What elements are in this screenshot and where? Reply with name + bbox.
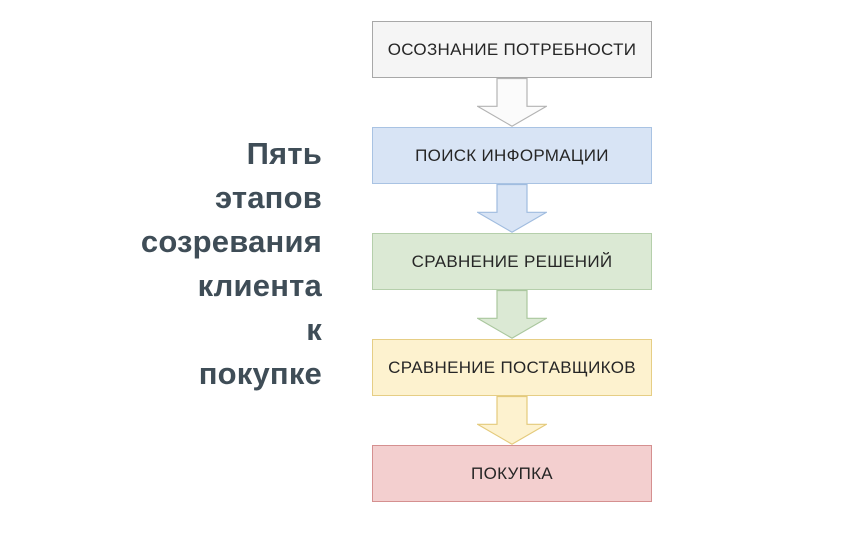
flow-step-need-recognition: ОСОЗНАНИЕ ПОТРЕБНОСТИ (372, 21, 652, 78)
title-line-3: созревания (140, 224, 322, 259)
title-line-2: этапов (214, 180, 322, 215)
title-line-6: покупке (198, 356, 322, 391)
flow-step-label: ОСОЗНАНИЕ ПОТРЕБНОСТИ (387, 39, 637, 59)
flow-step-information-search: ПОИСК ИНФОРМАЦИИ (372, 127, 652, 184)
flow-step-vendor-comparison: СРАВНЕНИЕ ПОСТАВЩИКОВ (372, 339, 652, 396)
title-line-4: клиента (197, 268, 322, 303)
down-arrow-icon (477, 290, 547, 339)
flow-step-label: ПОКУПКА (471, 463, 553, 483)
page-title: Пять этапов созревания клиента к покупке (0, 132, 322, 396)
flowchart: ОСОЗНАНИЕ ПОТРЕБНОСТИ ПОИСК ИНФОРМАЦИИ С… (372, 21, 652, 502)
down-arrow-icon (477, 78, 547, 127)
down-arrow-icon (477, 184, 547, 233)
title-line-5: к (306, 312, 322, 347)
flow-step-label: СРАВНЕНИЕ РЕШЕНИЙ (411, 251, 613, 271)
flow-step-solution-comparison: СРАВНЕНИЕ РЕШЕНИЙ (372, 233, 652, 290)
title-line-1: Пять (246, 136, 322, 171)
down-arrow-icon (477, 396, 547, 445)
flow-step-label: СРАВНЕНИЕ ПОСТАВЩИКОВ (388, 357, 636, 377)
flow-step-purchase: ПОКУПКА (372, 445, 652, 502)
flow-step-label: ПОИСК ИНФОРМАЦИИ (415, 145, 609, 165)
